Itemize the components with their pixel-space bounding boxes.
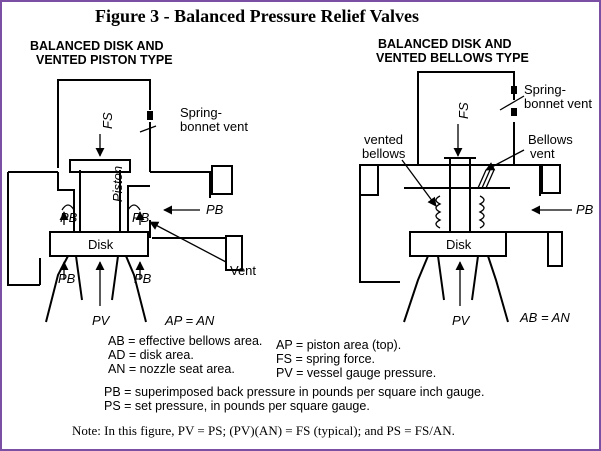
- right-heading-line2: VENTED BELLOWS TYPE: [376, 51, 529, 65]
- legend-right-item: PV = vessel gauge pressure.: [276, 366, 436, 380]
- right-fs-label: FS: [456, 102, 471, 119]
- right-valve-body: [359, 71, 563, 323]
- left-valve-body: [7, 79, 243, 323]
- right-bellows-vent-line1: Bellows: [528, 132, 573, 147]
- left-pb-lower-left: PB: [58, 271, 76, 286]
- left-pb-inner-left: PB: [60, 210, 78, 225]
- right-bellows-vent-line2: vent: [530, 146, 555, 161]
- right-disk-label: Disk: [446, 237, 472, 252]
- left-pb-lower-right: PB: [134, 271, 152, 286]
- left-disk-label: Disk: [88, 237, 114, 252]
- left-equation: AP = AN: [164, 313, 215, 328]
- left-pv-label: PV: [92, 313, 111, 328]
- left-heading-line2: VENTED PISTON TYPE: [36, 53, 173, 67]
- legend-left-item: AN = nozzle seat area.: [108, 362, 235, 376]
- figure-title: Figure 3 - Balanced Pressure Relief Valv…: [95, 6, 419, 26]
- figure-note: Note: In this figure, PV = PS; (PV)(AN) …: [72, 423, 455, 438]
- left-pb-label: PB: [206, 202, 224, 217]
- left-arrows: [59, 125, 227, 306]
- legend-right-item: AP = piston area (top).: [276, 338, 401, 352]
- right-vented-bellows-line1: vented: [364, 132, 403, 147]
- right-spring-vent-line1: Spring-: [524, 82, 566, 97]
- left-spring-vent-line2: bonnet vent: [180, 119, 248, 134]
- right-heading-line1: BALANCED DISK AND: [378, 37, 512, 51]
- left-vent-label: Vent: [230, 263, 256, 278]
- right-equation: AB = AN: [519, 310, 570, 325]
- right-pb-label: PB: [576, 202, 594, 217]
- left-spring-vent-line1: Spring-: [180, 105, 222, 120]
- right-arrows: [401, 95, 572, 306]
- legend-bottom-item: PS = set pressure, in pounds per square …: [104, 399, 370, 413]
- left-heading-line1: BALANCED DISK AND: [30, 39, 164, 53]
- right-vented-bellows-line2: bellows: [362, 146, 406, 161]
- legend-right-item: FS = spring force.: [276, 352, 375, 366]
- left-pb-inner-right: PB: [132, 210, 150, 225]
- legend-bottom-item: PB = superimposed back pressure in pound…: [104, 385, 484, 399]
- left-fs-label: FS: [100, 112, 115, 129]
- right-spring-vent-line2: bonnet vent: [524, 96, 592, 111]
- legend-left-item: AD = disk area.: [108, 348, 194, 362]
- left-piston-label: Piston: [110, 166, 125, 202]
- legend-left-item: AB = effective bellows area.: [108, 334, 262, 348]
- right-pv-label: PV: [452, 313, 471, 328]
